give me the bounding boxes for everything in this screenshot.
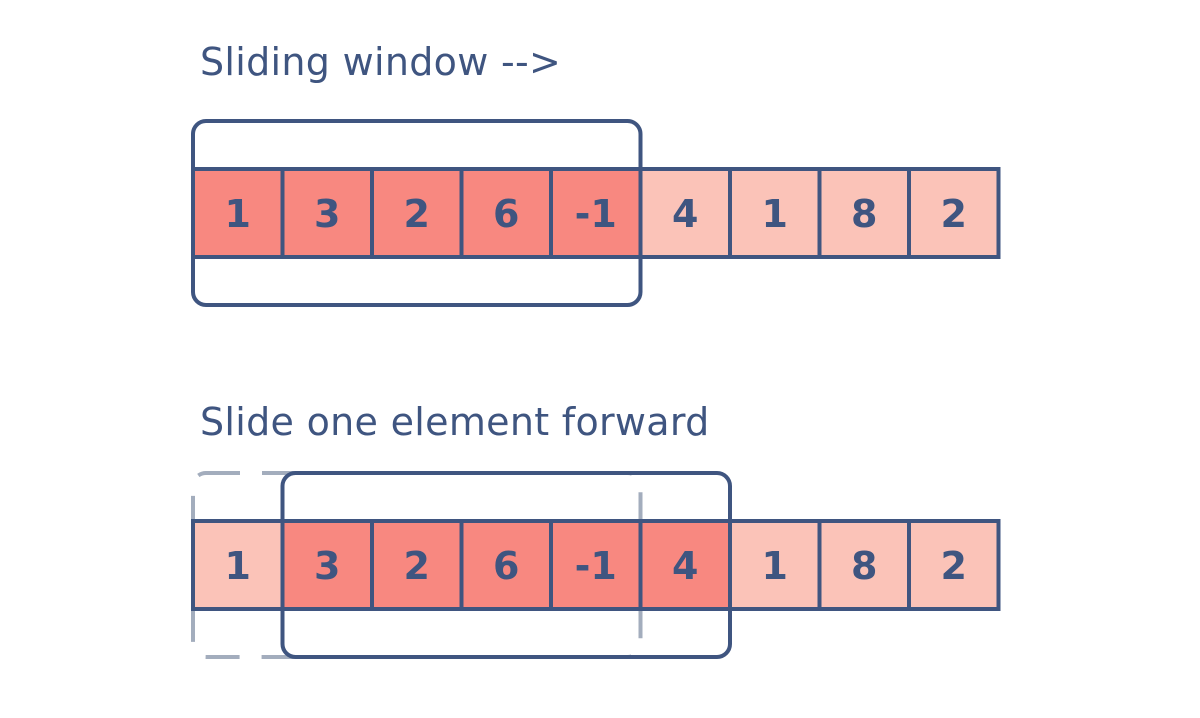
- heading-slide-forward: Slide one element forward: [200, 400, 710, 444]
- heading-sliding-window: Sliding window -->: [200, 40, 562, 84]
- window-cell: [638, 519, 732, 611]
- array-diagram-1: 1 3 2 6 -1 4 1 8 2: [191, 119, 1001, 307]
- window-cell: [549, 519, 643, 611]
- window-cell: [549, 167, 643, 259]
- window-cell: [191, 167, 285, 259]
- cell-value: 4: [672, 192, 698, 236]
- window-cell: [459, 519, 553, 611]
- array-cell: [817, 167, 911, 259]
- cell-value: 3: [314, 544, 340, 588]
- array-diagram-2: 1 3 2 6 -1 4 1 8 2: [191, 471, 1001, 659]
- window-outline: [280, 471, 732, 659]
- window-cell: [280, 519, 374, 611]
- cell-value: 4: [672, 544, 698, 588]
- cell-value: 8: [851, 544, 877, 588]
- cell-value: 2: [404, 544, 430, 588]
- array-cell: [907, 519, 1001, 611]
- array-cell: [817, 519, 911, 611]
- cell-value: -1: [575, 192, 617, 236]
- window-outline: [191, 119, 643, 307]
- array-cell: [907, 167, 1001, 259]
- cell-value: 1: [762, 544, 788, 588]
- array-cell: [728, 519, 822, 611]
- cell-value: 2: [941, 192, 967, 236]
- cell-value: -1: [575, 544, 617, 588]
- cell-value: 1: [762, 192, 788, 236]
- cell-value: 1: [225, 544, 251, 588]
- cell-value: 3: [314, 192, 340, 236]
- cell-value: 6: [493, 544, 519, 588]
- cell-value: 2: [404, 192, 430, 236]
- window-cell: [459, 167, 553, 259]
- window-cell: [370, 519, 464, 611]
- cell-value: 2: [941, 544, 967, 588]
- cell-value: 8: [851, 192, 877, 236]
- array-cell: [638, 167, 732, 259]
- cell-value: 1: [225, 192, 251, 236]
- cell-value: 6: [493, 192, 519, 236]
